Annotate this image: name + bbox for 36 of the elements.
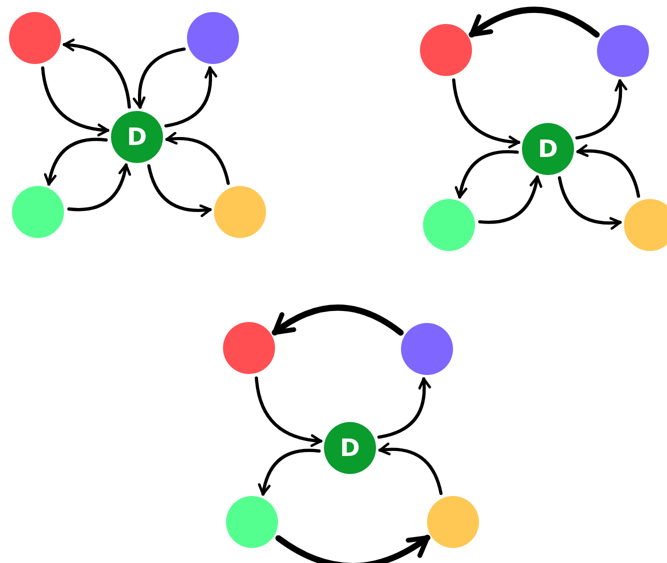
circle-node (420, 24, 472, 76)
curved-arrow (378, 442, 443, 495)
hub-circle: D (324, 422, 376, 474)
circle-node (226, 496, 278, 548)
curved-arrow (41, 66, 110, 136)
curved-arrow (44, 138, 108, 186)
curved-arrow (468, 6, 600, 38)
curved-arrow (575, 79, 627, 140)
circle-node (12, 186, 64, 238)
curved-arrow (164, 66, 217, 128)
curved-arrow (452, 78, 520, 148)
circle-node (223, 322, 275, 374)
curved-arrow (67, 163, 131, 212)
circle-node (9, 12, 61, 64)
curved-arrow (258, 448, 321, 496)
curved-arrow (254, 376, 322, 447)
curved-arrow (558, 176, 622, 230)
curved-arrow (133, 48, 186, 109)
hub-circle: D (522, 123, 574, 175)
curved-arrow (275, 534, 430, 563)
circle-node (401, 323, 453, 375)
hub-circle: D (111, 111, 163, 163)
circle-node (427, 496, 479, 548)
circle-node (624, 199, 667, 251)
circle-node (423, 199, 475, 251)
circle-node (597, 25, 649, 77)
curved-arrow (62, 38, 131, 109)
circle-node (187, 12, 239, 64)
curved-arrow (455, 150, 519, 199)
circle-node (214, 186, 266, 238)
curved-arrow (272, 304, 404, 336)
curved-arrow (478, 175, 542, 224)
curved-arrow (147, 164, 212, 217)
curved-arrow (377, 377, 431, 439)
curved-arrow (165, 132, 230, 185)
curved-arrow (576, 144, 640, 198)
